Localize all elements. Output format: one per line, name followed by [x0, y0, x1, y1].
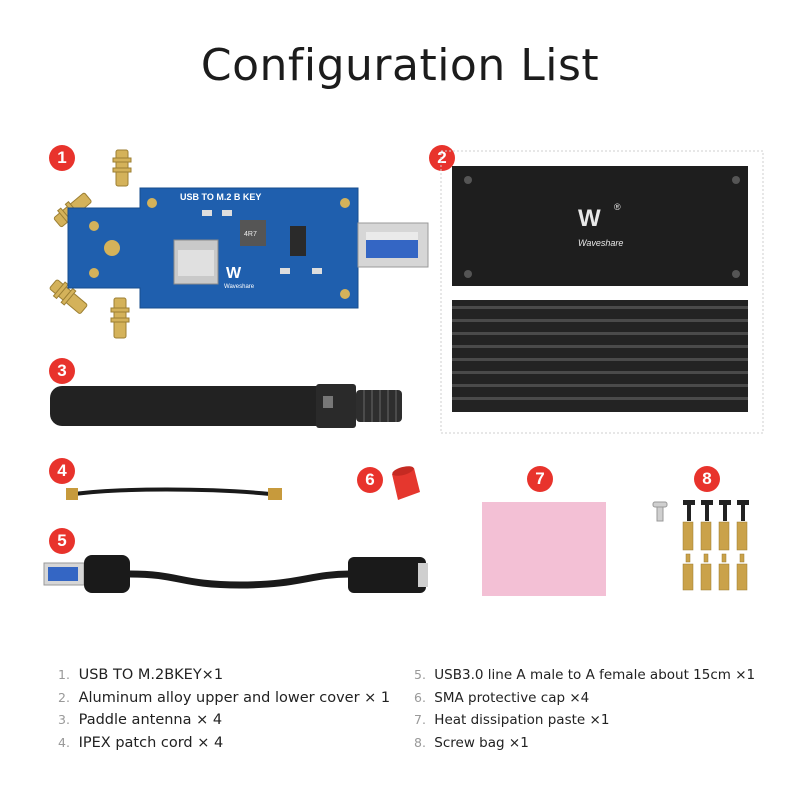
badge-3: 3: [49, 358, 75, 384]
list-item-number: 8.: [414, 734, 426, 750]
list-item: 1. USB TO M.2BKEY×1: [58, 664, 390, 687]
list-item: 6. SMA protective cap ×4: [414, 687, 755, 710]
badge-2: 2: [429, 145, 455, 171]
usb-m2-board-image: USB TO M.2 B KEY 4R7 W Waveshare: [49, 149, 429, 339]
paddle-antenna-image: [50, 384, 402, 428]
case-brand: Waveshare: [578, 238, 623, 248]
list-item: 2. Aluminum alloy upper and lower cover …: [58, 687, 390, 710]
list-item-number: 1.: [58, 667, 70, 682]
usb3-cable-image: [43, 555, 428, 593]
list-item-number: 3.: [58, 712, 70, 727]
heat-dissipation-paste-image: [482, 502, 606, 596]
list-item-text: SMA protective cap ×4: [434, 689, 590, 706]
list-item-text: Heat dissipation paste ×1: [434, 712, 610, 728]
badge-1: 1: [49, 145, 75, 171]
badge-7: 7: [527, 466, 553, 492]
list-item-text: IPEX patch cord × 4: [78, 734, 224, 751]
badge-5: 5: [49, 528, 75, 554]
badge-4: 4: [49, 458, 75, 484]
page-title: Configuration List: [200, 40, 600, 91]
list-item-text: USB TO M.2BKEY×1: [78, 667, 224, 683]
list-item-text: Paddle antenna × 4: [78, 712, 223, 728]
list-item: 7. Heat dissipation paste ×1: [414, 709, 755, 732]
badge-8: 8: [694, 466, 720, 492]
item-list-left: 1. USB TO M.2BKEY×1 2. Aluminum alloy up…: [58, 664, 390, 754]
case-registered-mark: ®: [614, 202, 621, 212]
item-list-right: 5. USB3.0 line A male to A female about …: [414, 664, 755, 754]
badge-6: 6: [357, 467, 383, 493]
aluminum-case-image: W ® Waveshare: [440, 150, 764, 434]
screw-bag-image: [652, 500, 749, 591]
list-item-number: 4.: [58, 734, 70, 750]
list-item-number: 5.: [414, 667, 426, 682]
list-item-number: 2.: [58, 689, 70, 705]
list-item-number: 6.: [414, 689, 426, 705]
board-chip-label: 4R7: [244, 231, 257, 238]
list-item-text: Aluminum alloy upper and lower cover × 1: [78, 689, 391, 706]
ipex-patch-cord-image: [66, 487, 282, 500]
list-item-text: Screw bag ×1: [434, 734, 529, 751]
list-item: 5. USB3.0 line A male to A female about …: [414, 664, 755, 687]
list-item-number: 7.: [414, 712, 426, 727]
list-item-text: USB3.0 line A male to A female about 15c…: [434, 667, 756, 683]
list-item: 8. Screw bag ×1: [414, 732, 755, 755]
case-logo: W: [578, 205, 601, 232]
board-logo: W: [226, 265, 242, 282]
board-brand: Waveshare: [224, 284, 255, 290]
list-item: 4. IPEX patch cord × 4: [58, 732, 390, 755]
sma-protective-cap-image: [392, 466, 420, 500]
list-item: 3. Paddle antenna × 4: [58, 709, 390, 732]
board-label: USB TO M.2 B KEY: [180, 192, 261, 202]
